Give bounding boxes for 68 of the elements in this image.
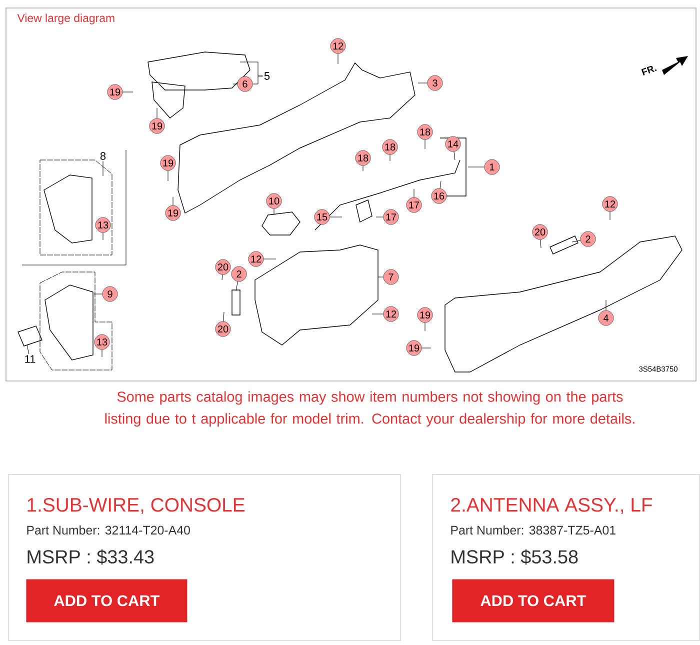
- product-title: 1.SUB-WIRE, CONSOLE: [28, 498, 244, 514]
- callout-number: 19: [417, 307, 433, 323]
- callout-number: 12: [330, 38, 346, 54]
- leader-line: [454, 151, 456, 160]
- callout-number: 14: [445, 136, 461, 152]
- add-to-cart-button: ADD TO CART: [26, 579, 188, 622]
- callout-number: 16: [431, 188, 447, 204]
- leader-line: [362, 166, 364, 172]
- callout-number: 2: [231, 266, 247, 282]
- callout-number: 11: [25, 355, 36, 363]
- callout-number: 12: [383, 306, 399, 322]
- leader-line: [540, 240, 542, 248]
- callout-number: 13: [95, 217, 111, 233]
- callout-number: 19: [406, 340, 422, 356]
- notice-text: Some parts catalog images may show item numbers not showing on the parts listing due to t applicable for model trim. Contact your dealership for more details.: [105, 391, 634, 427]
- callout-number: 17: [406, 197, 422, 213]
- callout-number: 19: [107, 84, 123, 100]
- leader-line: [424, 322, 426, 332]
- leader-line: [223, 312, 224, 322]
- leader-line: [424, 140, 426, 150]
- link-text: View large diagram: [17, 14, 114, 24]
- leader-line: [378, 276, 384, 278]
- direction-label: FR.: [641, 66, 657, 76]
- leader-line: [236, 281, 238, 292]
- callout-number: 20: [532, 224, 548, 240]
- callout-number: 5: [264, 72, 270, 80]
- leader-line: [572, 240, 581, 242]
- leader-line: [102, 160, 104, 176]
- callout-number: 7: [383, 269, 399, 285]
- leader-line: [264, 258, 276, 260]
- callout-number: 2: [580, 231, 596, 247]
- callout-number: 6: [237, 76, 253, 92]
- callout-number: 19: [165, 205, 181, 221]
- leader-line: [376, 216, 384, 218]
- callout-number: 18: [355, 150, 371, 166]
- callout-number: 19: [149, 118, 165, 134]
- leader-line: [440, 180, 442, 189]
- product-title: 2.ANTENNA ASSY., LF: [451, 498, 652, 514]
- leader-line: [102, 232, 104, 240]
- callout-number: 17: [383, 209, 399, 225]
- leader-line: [222, 274, 223, 280]
- callout-number: 20: [215, 321, 231, 337]
- leader-line: [252, 76, 263, 84]
- callout-number: 8: [100, 152, 106, 160]
- leader-line: [156, 108, 158, 118]
- callout-number: 18: [417, 124, 433, 140]
- price-text: MSRP : $53.58: [452, 549, 578, 565]
- add-to-cart-button: ADD TO CART: [452, 579, 614, 622]
- leader-line: [26, 344, 30, 354]
- part-number: Part Number: 32114-T20-A40: [27, 525, 190, 535]
- callout-number: 20: [215, 259, 231, 275]
- leader-line: [330, 216, 342, 218]
- leader-line: [172, 196, 174, 206]
- callout-number: 10: [266, 193, 282, 209]
- callout-number: 12: [248, 251, 264, 267]
- callout-number: 4: [598, 310, 614, 326]
- callout-number: 18: [382, 139, 398, 155]
- leader-line: [468, 166, 484, 168]
- callout-number: 9: [102, 286, 118, 302]
- callout-number: 15: [314, 209, 330, 225]
- callout-number: 12: [602, 196, 618, 212]
- part-number: Part Number: 38387-TZ5-A01: [451, 525, 616, 535]
- callout-number: 1: [484, 159, 500, 175]
- leader-line: [418, 82, 428, 84]
- callout-number: 13: [94, 334, 110, 350]
- price-text: MSRP : $33.43: [28, 549, 154, 565]
- callout-number: 19: [160, 155, 176, 171]
- callout-number: 3: [427, 75, 443, 91]
